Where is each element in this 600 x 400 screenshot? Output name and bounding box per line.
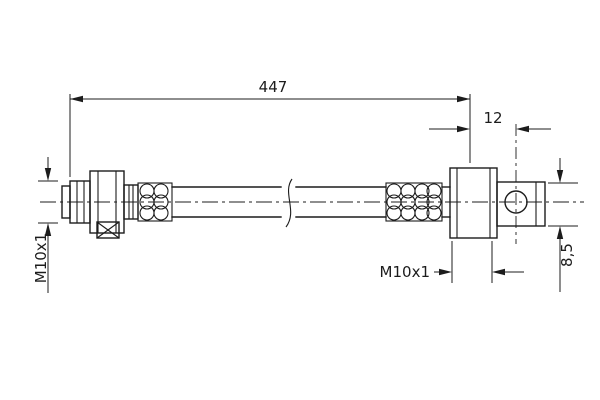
dim-arrow-up — [556, 226, 564, 239]
dim-arrow-up — [44, 223, 52, 236]
banjo-eye — [496, 181, 546, 227]
eye-offset-label: 12 — [483, 109, 502, 127]
spring-guard-left-outline — [137, 182, 173, 222]
banjo-eye-block — [496, 181, 546, 227]
hose-break-symbol — [285, 178, 293, 228]
hose-tube — [171, 178, 387, 228]
dim-arrow-right — [457, 95, 470, 103]
dimension-eye-thickness: 8,5 — [548, 158, 578, 292]
crimp-zone-marker — [96, 221, 120, 239]
dim-arrow-left — [439, 268, 452, 276]
hose-part — [61, 167, 546, 239]
dim-arrow-right — [492, 268, 505, 276]
dimension-thread-right: M10x1 — [380, 241, 524, 283]
right-end-fitting — [449, 167, 498, 239]
centerlines — [40, 124, 584, 244]
thread-right-label: M10x1 — [380, 263, 430, 281]
dimension-thread-left: M10x1 — [32, 157, 58, 293]
dim-arrow-left — [70, 95, 83, 103]
dim-arrow-down — [556, 170, 564, 183]
thread-left-label: M10x1 — [32, 233, 50, 283]
dim-arrow-down — [44, 168, 52, 181]
eye-thickness-label: 8,5 — [558, 243, 576, 267]
dim-arrow-left — [457, 125, 470, 133]
crimp-box — [96, 221, 120, 239]
dimension-eye-offset: 12 — [429, 109, 551, 133]
overall-length-label: 447 — [259, 78, 288, 96]
dimension-overall-length: 447 — [69, 78, 471, 177]
dim-arrow-right — [516, 125, 529, 133]
